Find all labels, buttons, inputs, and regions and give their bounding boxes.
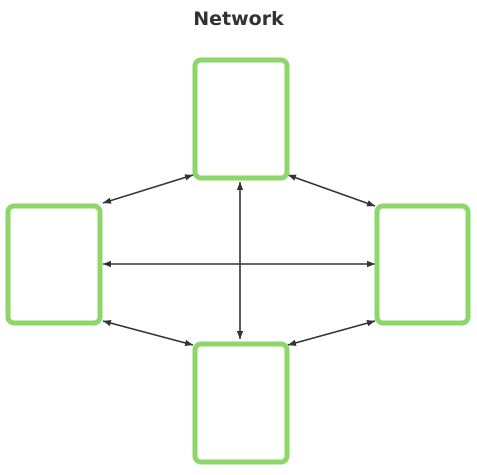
node-right[interactable] xyxy=(374,203,471,326)
node-left[interactable] xyxy=(5,203,103,326)
edge-top-right xyxy=(287,174,376,207)
node-top[interactable] xyxy=(192,57,290,181)
edges-layer xyxy=(102,174,376,347)
nodes-layer xyxy=(5,57,471,465)
node-bottom[interactable] xyxy=(192,341,290,465)
edge-left-bottom xyxy=(102,319,194,347)
diagram-title: Network xyxy=(193,8,284,30)
edge-right-bottom xyxy=(287,320,376,346)
edge-top-left xyxy=(102,174,194,204)
